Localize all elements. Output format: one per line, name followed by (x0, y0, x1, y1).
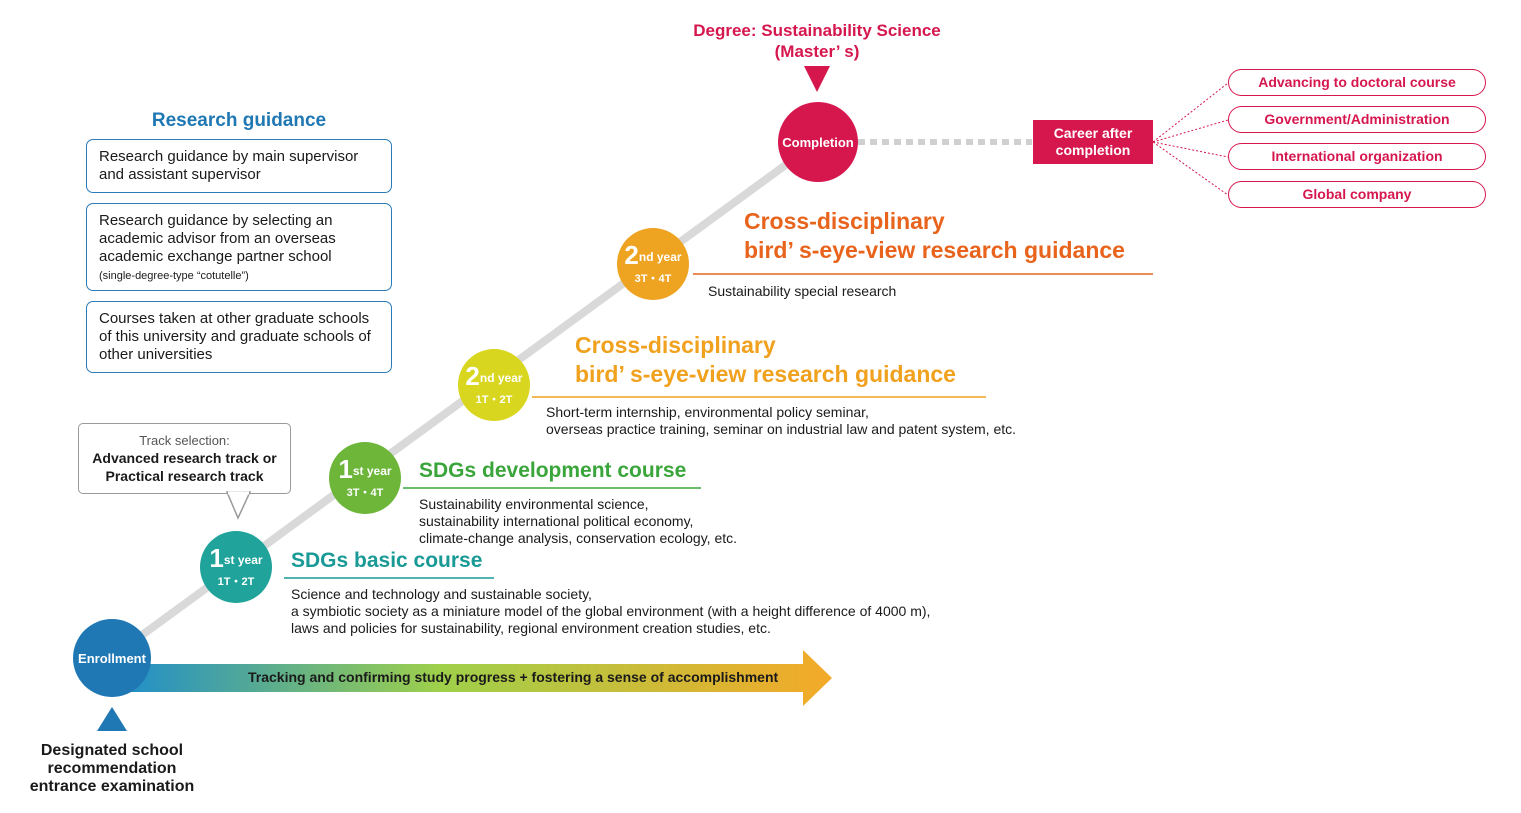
degree-pointer-triangle (804, 66, 830, 92)
step2-term: 3T・4T (346, 487, 384, 499)
step4-description: Sustainability special research (708, 283, 896, 300)
step3-desc-line: Short-term internship, environmental pol… (546, 404, 869, 420)
research-guidance-box-3: Courses taken at other graduate schools … (86, 301, 392, 373)
degree-line1: Degree: Sustainability Science (693, 21, 941, 40)
step1-year-number: 1 (209, 543, 224, 573)
entrance-exam-label: Designated school recommendation entranc… (20, 742, 204, 796)
step1-term: 1T・2T (217, 576, 255, 588)
career-branch-lines (1152, 82, 1229, 196)
career-item-doctoral: Advancing to doctoral course (1228, 69, 1486, 96)
step3-year: 2nd year (465, 363, 522, 389)
step1-title: SDGs basic course (291, 549, 483, 572)
research-guidance-item-text: Research guidance by main supervisor and… (99, 148, 359, 183)
career-item-global-company: Global company (1228, 181, 1486, 208)
step1-year-suffix: st year (223, 553, 263, 567)
completion-circle: Completion (778, 102, 858, 182)
career-box: Career after completion (1033, 120, 1153, 164)
step4-year: 2nd year (624, 242, 681, 268)
step3-title: Cross-disciplinary bird’ s-eye-view rese… (575, 331, 956, 389)
completion-label: Completion (782, 134, 854, 150)
career-line2: completion (1055, 142, 1131, 158)
step1-description: Science and technology and sustainable s… (291, 586, 930, 637)
career-item-government: Government/Administration (1228, 106, 1486, 133)
step3-description: Short-term internship, environmental pol… (546, 404, 1016, 438)
career-line1: Career after (1053, 125, 1133, 141)
step1-desc-line: Science and technology and sustainable s… (291, 586, 592, 602)
step4-year-number: 2 (624, 240, 639, 270)
progress-arrow-shape (120, 650, 832, 706)
entrance-line1: Designated school (40, 742, 184, 759)
step2-year: 1st year (338, 456, 391, 482)
step1-desc-line: a symbiotic society as a miniature model… (291, 603, 931, 619)
degree-label: Degree: Sustainability Science (Master’ … (650, 20, 984, 62)
step2-desc-line: sustainability international political e… (419, 513, 694, 529)
research-guidance-item-text: Research guidance by selecting an academ… (99, 212, 336, 265)
step2-year-number: 1 (338, 454, 353, 484)
entrance-pointer-triangle (97, 707, 127, 731)
step3-title-line1: Cross-disciplinary (575, 332, 776, 358)
enrollment-label: Enrollment (78, 650, 146, 666)
step2-circle: 1st year 3T・4T (329, 442, 401, 514)
degree-line2: (Master’ s) (774, 42, 860, 61)
step1-desc-line: laws and policies for sustainability, re… (291, 620, 771, 636)
step1-year: 1st year (209, 545, 262, 571)
entrance-line3: entrance examination (29, 778, 195, 795)
research-guidance-box-1: Research guidance by main supervisor and… (86, 139, 392, 193)
step2-description: Sustainability environmental science, su… (419, 496, 737, 547)
track-selection-label: Track selection: (139, 433, 230, 448)
track-selection-line1: Advanced research track or (92, 450, 277, 466)
enrollment-circle: Enrollment (73, 619, 151, 697)
step3-term: 1T・2T (475, 394, 513, 406)
step4-desc-line: Sustainability special research (708, 283, 897, 299)
track-selection-line2: Practical research track (105, 468, 264, 484)
step4-year-suffix: nd year (638, 250, 682, 264)
research-guidance-box-2: Research guidance by selecting an academ… (86, 203, 392, 291)
career-item-international: International organization (1228, 143, 1486, 170)
step3-title-line2: bird’ s-eye-view research guidance (575, 361, 956, 387)
entrance-line2: recommendation (47, 760, 177, 777)
step1-circle: 1st year 1T・2T (200, 531, 272, 603)
research-guidance-item-text: Courses taken at other graduate schools … (99, 310, 371, 363)
research-guidance-title: Research guidance (151, 110, 327, 131)
progress-arrow-label: Tracking and confirming study progress +… (248, 669, 779, 685)
step2-desc-line: climate-change analysis, conservation ec… (419, 530, 738, 546)
step3-desc-line: overseas practice training, seminar on i… (546, 421, 1017, 437)
step2-desc-line: Sustainability environmental science, (419, 496, 649, 512)
step4-term: 3T・4T (634, 273, 672, 285)
research-guidance-item-note: (single-degree-type “cotutelle”) (99, 270, 249, 282)
step4-title-line1: Cross-disciplinary (744, 208, 945, 234)
step4-circle: 2nd year 3T・4T (617, 228, 689, 300)
step3-year-suffix: nd year (479, 371, 523, 385)
step2-year-suffix: st year (352, 464, 392, 478)
step3-year-number: 2 (465, 361, 480, 391)
track-selection-callout: Track selection: Advanced research track… (78, 423, 291, 494)
step3-circle: 2nd year 1T・2T (458, 349, 530, 421)
step4-title: Cross-disciplinary bird’ s-eye-view rese… (744, 207, 1125, 265)
step2-title: SDGs development course (419, 459, 687, 482)
step4-title-line2: bird’ s-eye-view research guidance (744, 237, 1125, 263)
